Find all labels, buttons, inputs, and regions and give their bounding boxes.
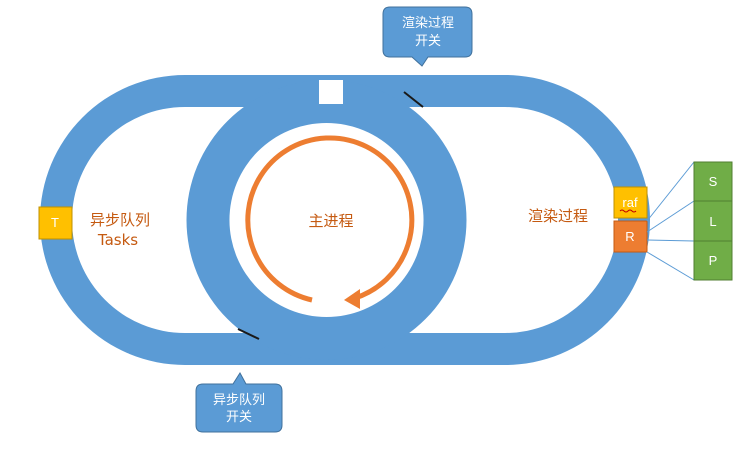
l-box-label: L: [709, 214, 716, 229]
raf-box: [613, 186, 648, 219]
s-box: [693, 161, 733, 202]
inner-ring: [186, 80, 467, 360]
async-switch-line2: 开关: [226, 410, 252, 425]
raf-label: raf: [622, 195, 638, 210]
slp-connectors: [646, 161, 695, 281]
outer-track: [40, 75, 650, 365]
main-process-label: 主进程: [308, 212, 353, 230]
task-box-label: T: [51, 215, 59, 230]
p-box-label: P: [709, 253, 718, 268]
render-switch-mark: [403, 91, 424, 108]
s-box-label: S: [709, 174, 718, 189]
async-switch-callout: 异步队列 开关: [195, 372, 283, 433]
async-queue-tasks-label: Tasks: [97, 231, 138, 249]
render-switch-line2: 开关: [415, 34, 441, 49]
render-switch-callout: 渲染过程 开关: [382, 6, 473, 67]
l-box: [693, 200, 733, 242]
r-box: [613, 220, 648, 253]
raf-underline: [619, 209, 637, 213]
top-square: [319, 80, 343, 104]
task-box: [38, 206, 73, 240]
r-box-label: R: [625, 229, 634, 244]
main-loop-arrowhead: [344, 289, 360, 309]
async-queue-label: 异步队列: [90, 211, 150, 229]
render-process-label: 渲染过程: [528, 207, 588, 225]
async-switch-line1: 异步队列: [213, 393, 265, 408]
render-switch-line1: 渲染过程: [402, 16, 454, 31]
async-switch-mark: [237, 328, 260, 340]
main-loop-arrow: [245, 135, 415, 303]
p-box: [693, 240, 733, 281]
